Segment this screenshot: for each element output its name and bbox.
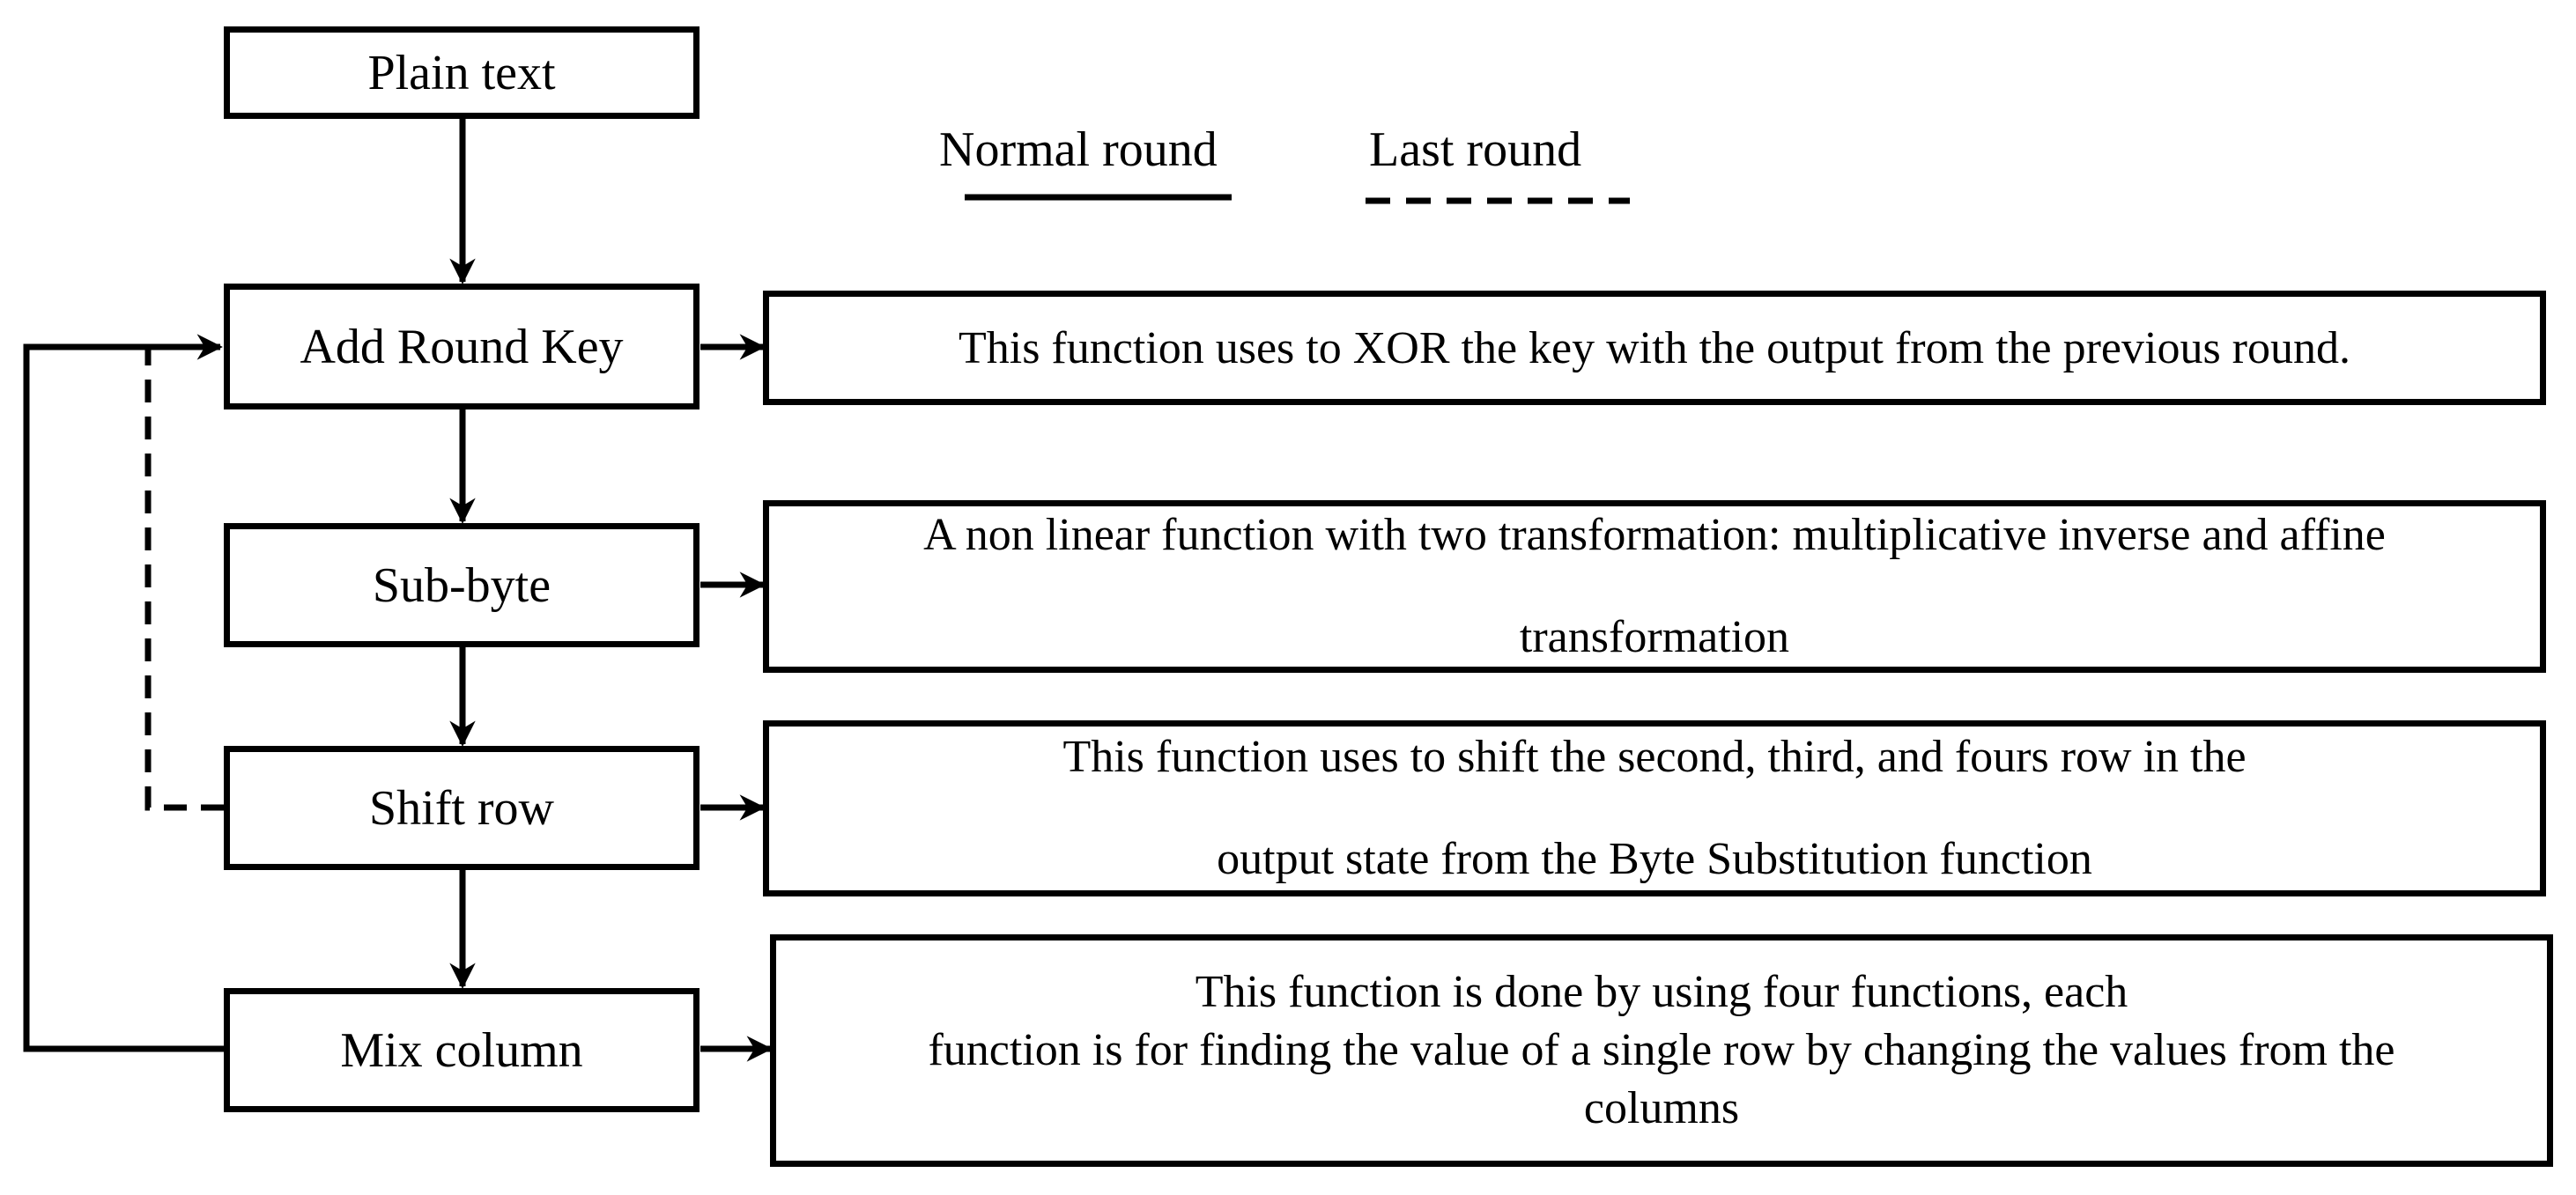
step-mix-column: Mix column <box>224 988 700 1112</box>
desc-sub-byte-line-1: A non linear function with two transform… <box>923 510 2386 560</box>
step-shift-row: Shift row <box>224 746 700 870</box>
normal-round-loop <box>23 334 224 1052</box>
legend-normal-label: Normal round <box>939 122 1218 177</box>
step-add-round-key-label: Add Round Key <box>300 319 624 374</box>
desc-shift-row-line-2: output state from the Byte Substitution … <box>1217 834 2092 884</box>
legend-last-label: Last round <box>1369 122 1582 177</box>
last-round-path <box>144 347 224 811</box>
desc-shift-row-line-1: This function uses to shift the second, … <box>1062 732 2247 782</box>
step-plain-text: Plain text <box>224 26 700 119</box>
desc-mix-column-line-3: columns <box>1583 1083 1740 1133</box>
step-shift-row-label: Shift row <box>369 780 554 836</box>
desc-mix-column-line-2: function is for finding the value of a s… <box>928 1025 2395 1075</box>
step-sub-byte: Sub-byte <box>224 523 700 647</box>
desc-sub-byte-line-2: transformation <box>1519 612 1790 662</box>
desc-mix-column: This function is done by using four func… <box>770 934 2553 1167</box>
desc-add-round-key-line-1: This function uses to XOR the key with t… <box>958 322 2350 373</box>
desc-add-round-key: This function uses to XOR the key with t… <box>763 291 2546 405</box>
desc-sub-byte: A non linear function with two transform… <box>763 500 2546 673</box>
step-add-round-key: Add Round Key <box>224 284 700 409</box>
step-sub-byte-label: Sub-byte <box>372 557 551 613</box>
step-mix-column-label: Mix column <box>340 1022 583 1078</box>
desc-mix-column-line-1: This function is done by using four func… <box>1195 967 2128 1017</box>
desc-shift-row: This function uses to shift the second, … <box>763 720 2546 896</box>
step-plain-text-label: Plain text <box>367 45 556 100</box>
